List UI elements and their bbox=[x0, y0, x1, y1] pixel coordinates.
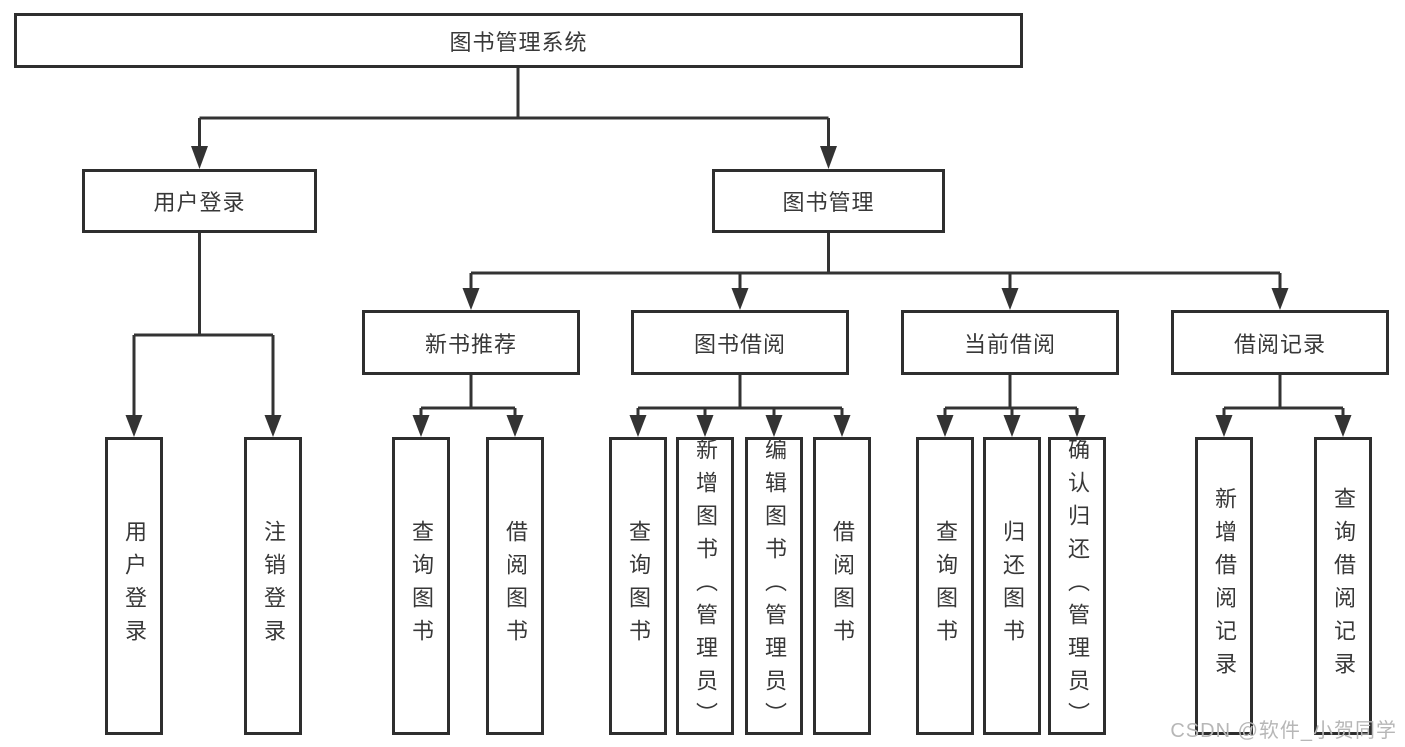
leaf-label: 编辑图书（管理员） bbox=[762, 437, 787, 735]
leaf-edit-book-admin: 编辑图书（管理员） bbox=[745, 437, 803, 735]
leaf-logout: 注销登录 bbox=[244, 437, 302, 735]
leaf-label: 查询借阅记录 bbox=[1331, 487, 1356, 685]
node-book-management-branch: 图书管理 bbox=[712, 169, 945, 233]
leaf-query-books-current: 查询图书 bbox=[916, 437, 974, 735]
leaf-label: 借阅图书 bbox=[503, 520, 528, 652]
arrowheads bbox=[125, 146, 1352, 437]
node-label: 图书管理 bbox=[782, 190, 875, 215]
leaf-query-borrow-record: 查询借阅记录 bbox=[1314, 437, 1372, 735]
node-current-borrowing: 当前借阅 bbox=[901, 310, 1119, 375]
leaf-label: 查询图书 bbox=[626, 520, 651, 652]
node-label: 图书借阅 bbox=[693, 331, 786, 357]
leaf-label: 新增借阅记录 bbox=[1212, 487, 1237, 685]
leaf-label: 查询图书 bbox=[409, 520, 434, 652]
leaf-borrow-books-recommend: 借阅图书 bbox=[486, 437, 544, 735]
leaf-user-login: 用户登录 bbox=[105, 437, 163, 735]
node-label: 新书推荐 bbox=[424, 331, 517, 357]
leaf-add-book-admin: 新增图书（管理员） bbox=[676, 437, 734, 735]
leaf-label: 借阅图书 bbox=[830, 520, 855, 652]
leaf-confirm-return-admin: 确认归还（管理员） bbox=[1048, 437, 1106, 735]
leaf-add-borrow-record: 新增借阅记录 bbox=[1195, 437, 1253, 735]
node-root-system: 图书管理系统 bbox=[14, 13, 1023, 68]
node-borrowing-records: 借阅记录 bbox=[1171, 310, 1389, 375]
node-label: 借阅记录 bbox=[1233, 331, 1326, 357]
node-root-label: 图书管理系统 bbox=[449, 29, 588, 55]
csdn-watermark: CSDN @软件_小贺同学 bbox=[1170, 720, 1397, 742]
leaf-return-book: 归还图书 bbox=[983, 437, 1041, 735]
node-label: 当前借阅 bbox=[963, 331, 1056, 357]
node-new-book-recommendation: 新书推荐 bbox=[362, 310, 580, 375]
leaf-query-books-borrowing: 查询图书 bbox=[609, 437, 667, 735]
node-label: 用户登录 bbox=[153, 190, 246, 215]
leaf-query-books-recommend: 查询图书 bbox=[392, 437, 450, 735]
node-book-borrowing: 图书借阅 bbox=[631, 310, 849, 375]
leaf-label: 确认归还（管理员） bbox=[1065, 437, 1090, 735]
leaf-label: 用户登录 bbox=[122, 520, 147, 652]
node-user-login-branch: 用户登录 bbox=[82, 169, 317, 233]
leaf-label: 归还图书 bbox=[1000, 520, 1025, 652]
leaf-label: 新增图书（管理员） bbox=[693, 437, 718, 735]
leaf-label: 查询图书 bbox=[933, 520, 958, 652]
leaf-borrow-books-borrowing: 借阅图书 bbox=[813, 437, 871, 735]
leaf-label: 注销登录 bbox=[261, 520, 286, 652]
